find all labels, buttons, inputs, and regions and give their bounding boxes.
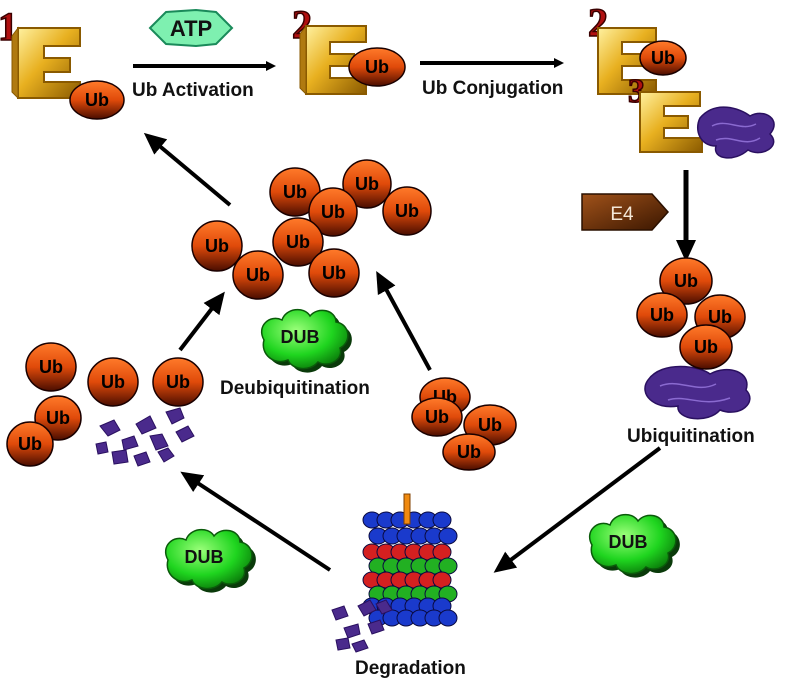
ub-label: Ub: [365, 57, 389, 77]
atp-label: ATP: [170, 16, 212, 41]
arrow-pool-to-e1: [143, 132, 232, 207]
e4-label: E4: [610, 204, 634, 225]
dub-enzyme: DUB: [165, 528, 256, 593]
ub-label: Ub: [18, 434, 42, 454]
ub-label: Ub: [166, 372, 190, 392]
ub-label: Ub: [101, 372, 125, 392]
ub-label: Ub: [205, 236, 229, 256]
proteasome-subunit: [432, 511, 452, 529]
proteasome-subunit: [438, 527, 458, 545]
substrate-protein-top: [696, 106, 775, 159]
ub-molecule: Ub: [639, 40, 687, 76]
ub-label: Ub: [286, 232, 310, 252]
ub-label: Ub: [39, 357, 63, 377]
ub-molecule: Ub: [636, 292, 688, 338]
ub-label: Ub: [674, 271, 698, 291]
ub-label: Ub: [478, 415, 502, 435]
ub-molecule: Ub: [342, 159, 392, 209]
ub-label: Ub: [246, 265, 270, 285]
dub-enzymes: DUB DUB DUB: [165, 308, 680, 593]
e1-enzyme: 1: [0, 3, 81, 100]
deubiquitination-label: Deubiquitination: [220, 378, 370, 399]
ub-molecule: Ub: [659, 257, 713, 305]
dub-enzyme: DUB: [589, 513, 680, 578]
arrow-fragments-to-pool: [178, 291, 225, 352]
ub-label: Ub: [457, 442, 481, 462]
arrows: [133, 58, 696, 573]
proteasome-subunits: [362, 511, 458, 627]
e2-e3-complex: 2 3: [587, 0, 775, 159]
ub-molecule: Ub: [152, 357, 204, 407]
ub-molecule: Ub: [679, 324, 733, 370]
ub-molecule: Ub: [191, 220, 243, 272]
ub-label: Ub: [425, 407, 449, 427]
ub-molecule: Ub: [442, 433, 496, 471]
ub-label: Ub: [708, 307, 732, 327]
ub-molecule: Ub: [25, 342, 77, 392]
dub-label: DUB: [281, 327, 320, 347]
ub-activation-label: Ub Activation: [132, 80, 254, 101]
degradation-label: Degradation: [355, 658, 466, 679]
ub-molecule: Ub: [87, 357, 139, 407]
proteasome-subunit: [438, 609, 458, 627]
peptide-fragments-left: [95, 407, 195, 467]
arrow-to-fragments: [180, 471, 332, 572]
ub-label: Ub: [283, 182, 307, 202]
ub-molecule: Ub: [348, 47, 406, 87]
ub-molecule: Ub: [269, 167, 321, 217]
ub-molecule: Ub: [232, 250, 284, 300]
ub-label: Ub: [85, 90, 109, 110]
dub-label: DUB: [185, 547, 224, 567]
polyubiquitinated-substrate: [644, 365, 751, 420]
ub-label: Ub: [46, 408, 70, 428]
ub-molecule: Ub: [69, 80, 125, 120]
ub-label: Ub: [355, 174, 379, 194]
ub-label: Ub: [395, 201, 419, 221]
e1-glyph: [17, 27, 81, 99]
ubiquitination-label: Ubiquitination: [627, 426, 755, 447]
ub-molecule: Ub: [308, 187, 358, 237]
ub-conjugation-label: Ub Conjugation: [422, 78, 563, 99]
ub-molecule: Ub: [6, 421, 54, 467]
ub-label: Ub: [322, 263, 346, 283]
atp-badge: ATP: [148, 8, 234, 48]
ub-label: Ub: [694, 337, 718, 357]
arrow-to-proteasome: [493, 446, 662, 573]
ub-molecule: Ub: [272, 217, 324, 267]
e4-badge: E4: [581, 193, 670, 231]
dub-label: DUB: [609, 532, 648, 552]
ub-label: Ub: [321, 202, 345, 222]
substrate-protein-right: [644, 365, 751, 420]
ub-molecule: Ub: [308, 248, 360, 298]
peptide-fragments-bottom: [331, 599, 393, 653]
e2-enzyme: 2: [291, 1, 367, 96]
ub-molecule: Ub: [411, 397, 463, 437]
dub-enzyme: DUB: [261, 308, 352, 373]
arrow-proteasome-to-pool: [376, 270, 432, 371]
ub-label: Ub: [651, 48, 675, 68]
ub-molecule: Ub: [382, 186, 432, 236]
e3-glyph: [639, 91, 703, 153]
ub-label: Ub: [650, 305, 674, 325]
